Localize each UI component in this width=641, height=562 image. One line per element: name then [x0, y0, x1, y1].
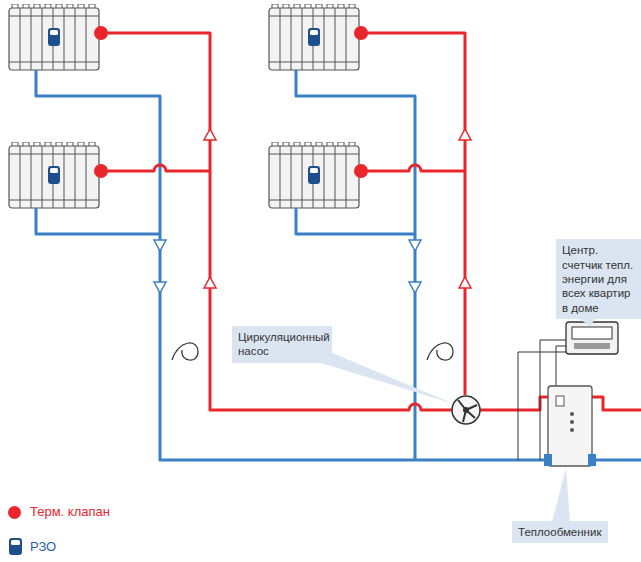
flow-arrow — [154, 129, 471, 293]
callout-box: Теплообменник — [512, 521, 608, 543]
callout-box: Циркуляционный насос — [232, 326, 332, 363]
heat-exchanger — [544, 386, 596, 466]
callout-pointer — [318, 318, 596, 522]
legend-text: РЗО — [30, 539, 56, 554]
radiator — [269, 4, 359, 70]
radiator — [9, 4, 99, 70]
supply-pipe — [100, 33, 641, 410]
legend-swatch — [8, 506, 21, 519]
heat-meter — [566, 322, 618, 354]
radiator — [269, 142, 359, 208]
radiator — [9, 142, 99, 208]
callout-text: Теплообменник — [518, 525, 602, 539]
legend-text: Терм. клапан — [30, 504, 110, 519]
callout-box: Центр. счетчик тепл. энергии для всех кв… — [556, 239, 641, 319]
callout-text: Центр. счетчик тепл. энергии для всех кв… — [562, 243, 635, 315]
thermostatic-valve — [94, 26, 368, 178]
rzo-icon — [9, 538, 22, 555]
callout-text: Циркуляционный насос — [238, 330, 326, 359]
circulation-pump — [452, 396, 480, 424]
